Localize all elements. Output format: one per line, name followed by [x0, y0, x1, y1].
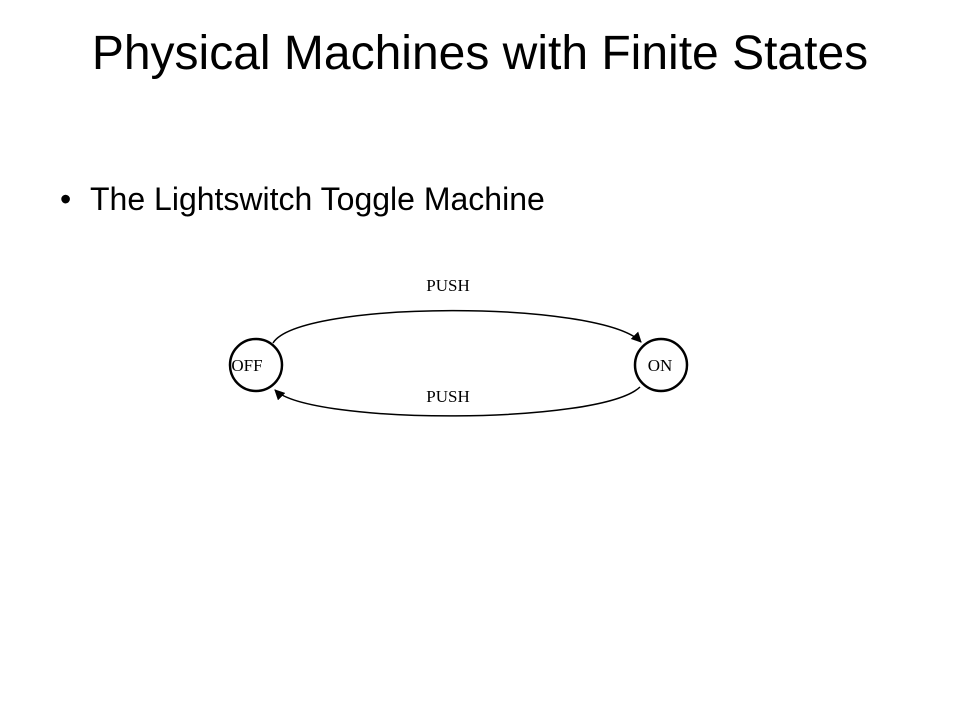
bullet-item: • The Lightswitch Toggle Machine	[60, 176, 545, 222]
state-label-off: OFF	[231, 356, 262, 375]
slide-title: Physical Machines with Finite States	[91, 27, 869, 80]
transition-arrow-off-to-on	[272, 309, 642, 344]
transition-label-on-to-off: PUSH	[426, 387, 469, 406]
bullet-text: The Lightswitch Toggle Machine	[90, 181, 545, 217]
transition-label-off-to-on: PUSH	[426, 276, 469, 295]
state-label-on: ON	[648, 356, 673, 375]
transition-arrow-on-to-off	[274, 386, 641, 417]
state-node-on	[633, 337, 689, 393]
bullet-icon: •	[60, 181, 72, 217]
state-node-off	[228, 337, 284, 393]
bullet-list: • The Lightswitch Toggle Machine	[60, 176, 545, 222]
